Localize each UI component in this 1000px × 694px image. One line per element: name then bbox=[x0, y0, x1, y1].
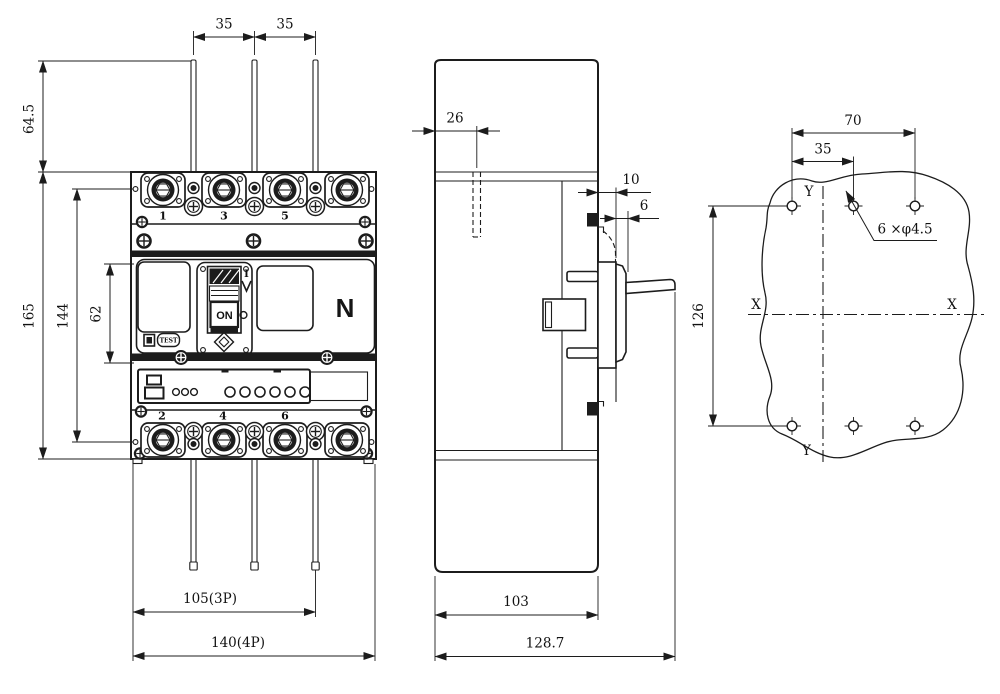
on-button bbox=[209, 300, 240, 329]
dim-total-depth-label: 128.7 bbox=[526, 636, 565, 652]
dim-slot-label: 26 bbox=[446, 111, 463, 127]
pole-label-3: 3 bbox=[220, 210, 228, 223]
brand-logo bbox=[213, 331, 235, 353]
terminal-pin bbox=[251, 59, 258, 187]
dim-rows-label: 126 bbox=[691, 303, 707, 329]
mount-dimensions: 70 35 126 6 ×φ4.5 bbox=[691, 113, 937, 427]
pole-label-1: 1 bbox=[159, 210, 167, 223]
dim-height-label: 165 bbox=[22, 303, 38, 329]
terminal-row-top: 1 3 5 bbox=[132, 172, 375, 223]
terminal-screw bbox=[330, 173, 364, 207]
handle-escutcheon: ON I bbox=[196, 261, 253, 358]
terminal-row-bottom: 2 4 6 bbox=[132, 410, 375, 458]
dim-face-label: 10 bbox=[622, 172, 639, 188]
terminal-screw bbox=[207, 423, 241, 457]
dim-width-3p-label: 105(3P) bbox=[183, 591, 237, 607]
side-tab-bottom bbox=[566, 347, 599, 359]
dim-depth-label: 103 bbox=[503, 594, 529, 610]
breaker-handle-side bbox=[625, 278, 676, 295]
terminal-pin bbox=[190, 447, 197, 565]
mounting-slot-hidden bbox=[472, 172, 482, 238]
dim-mount-pitch-label: 144 bbox=[56, 303, 72, 329]
accessory-window-right bbox=[256, 265, 314, 332]
terminal-screw bbox=[268, 423, 302, 457]
dim-pitch-b-label: 35 bbox=[276, 17, 293, 33]
mounting-plan-view: X X Y Y 70 35 126 6 ×φ4.5 bbox=[691, 113, 986, 462]
axis-y-bottom-label: Y bbox=[801, 443, 812, 459]
axis-x-left-label: X bbox=[751, 297, 761, 313]
axis-x-right-label: X bbox=[947, 297, 957, 313]
on-label: ON bbox=[216, 310, 233, 322]
test-button: TEST bbox=[143, 332, 181, 348]
neutral-pole-label: N bbox=[336, 293, 355, 323]
dim-width-4p-label: 140(4P) bbox=[211, 635, 265, 651]
terminal-pin bbox=[312, 447, 319, 565]
dim-span-label: 70 bbox=[844, 113, 861, 129]
axis-y-top-label: Y bbox=[804, 184, 815, 200]
dim-half-span-label: 35 bbox=[814, 142, 831, 158]
front-cover bbox=[135, 258, 376, 354]
terminal-pin bbox=[312, 59, 319, 187]
pole-label-6: 6 bbox=[281, 410, 289, 423]
panel-break-outline bbox=[759, 170, 975, 459]
handle-direction-arrow bbox=[241, 280, 252, 293]
panel-clip-bottom bbox=[587, 402, 598, 416]
dim-plate-label: 6 bbox=[640, 198, 649, 214]
side-dimensions: 26 10 6 103 128.7 bbox=[412, 111, 676, 661]
terminal-pin bbox=[190, 59, 197, 187]
terminal-screw bbox=[207, 173, 241, 207]
padlock-hole bbox=[239, 310, 248, 320]
pole-label-5: 5 bbox=[281, 210, 289, 223]
rating-strip bbox=[137, 368, 369, 404]
hole-callout-leader bbox=[845, 190, 937, 241]
side-tab-top bbox=[566, 270, 599, 283]
side-view: 26 10 6 103 128.7 bbox=[412, 59, 676, 661]
terminal-screw bbox=[330, 423, 364, 457]
panel-clip-top bbox=[587, 213, 598, 227]
pole-label-2: 2 bbox=[158, 410, 166, 423]
front-view: 1 3 5 TEST O bbox=[22, 17, 377, 661]
dim-pitch-a-label: 35 bbox=[215, 17, 232, 33]
escutcheon-plate bbox=[615, 262, 627, 364]
terminal-screw bbox=[268, 173, 302, 207]
side-mechanism-block bbox=[542, 298, 587, 332]
pole-label-4: 4 bbox=[219, 410, 227, 423]
terminal-pin bbox=[251, 447, 258, 565]
terminal-screw bbox=[146, 173, 180, 207]
dim-cover-label: 62 bbox=[89, 305, 105, 322]
dim-pin-height-label: 64.5 bbox=[22, 104, 38, 134]
accessory-window-left bbox=[137, 261, 191, 333]
side-body bbox=[434, 59, 599, 573]
terminal-screw bbox=[146, 423, 180, 457]
escutcheon-frame bbox=[597, 261, 617, 369]
front-dimensions: 35 35 64.5 165 144 62 105(3P) 140(4P) bbox=[22, 17, 376, 661]
handle-i-mark: I bbox=[244, 269, 249, 280]
hole-callout-label: 6 ×φ4.5 bbox=[877, 222, 932, 238]
test-label: TEST bbox=[160, 338, 178, 345]
